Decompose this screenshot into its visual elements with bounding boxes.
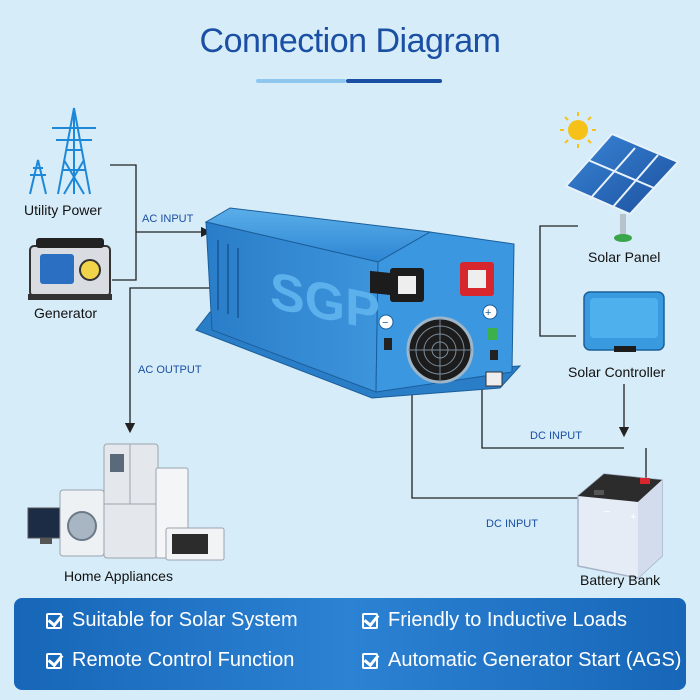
feature-text: Automatic Generator Start (AGS): [388, 649, 682, 671]
ac-output-wire: [124, 287, 212, 434]
page-title: Connection Diagram: [199, 22, 501, 60]
feature-text: Remote Control Function: [72, 649, 295, 671]
home-appliances-label: Home Appliances: [64, 568, 173, 584]
feature-item: Suitable for Solar System: [46, 609, 298, 632]
ac-input-label: AC INPUT: [142, 213, 194, 225]
svg-text:+: +: [485, 307, 491, 319]
power-tower-icon: [29, 107, 96, 195]
svg-text:+: +: [630, 511, 636, 523]
checkbox-checked-icon: [362, 652, 378, 669]
battery-icon: − +: [577, 473, 663, 579]
solar-panel-label: Solar Panel: [588, 249, 661, 265]
solar-panel-icon: [560, 112, 680, 242]
dc-input-battery-label: DC INPUT: [486, 518, 538, 530]
checkbox-checked-icon: [46, 652, 62, 669]
feature-text: Friendly to Inductive Loads: [388, 609, 628, 631]
ac-output-label: AC OUTPUT: [138, 364, 202, 376]
generator-label: Generator: [34, 305, 98, 321]
checkbox-checked-icon: [46, 612, 62, 629]
charge-controller-icon: [583, 291, 665, 352]
wires: [110, 164, 647, 499]
checkbox-checked-icon: [362, 612, 378, 629]
solar-panel-wire: [539, 225, 578, 337]
title-underline-dark: [346, 79, 442, 83]
dc-input-wire-controller: [481, 370, 624, 449]
svg-text:−: −: [604, 506, 610, 518]
feature-item: Friendly to Inductive Loads: [362, 609, 627, 632]
dc-input-wire-battery: [411, 370, 582, 499]
appliances-icon: [27, 443, 225, 561]
dc-input-controller-label: DC INPUT: [530, 430, 582, 442]
generator-icon: [28, 238, 112, 300]
solar-controller-label: Solar Controller: [568, 364, 666, 380]
feature-text: Suitable for Solar System: [72, 609, 298, 631]
utility-power-label: Utility Power: [24, 202, 102, 218]
feature-item: Remote Control Function: [46, 649, 294, 672]
battery-bank-label: Battery Bank: [580, 572, 661, 588]
feature-banner: [14, 598, 686, 690]
feature-item: Automatic Generator Start (AGS): [362, 649, 681, 672]
inverter-unit: SGP − +: [195, 207, 522, 399]
svg-text:−: −: [382, 317, 388, 329]
title-underline-light: [256, 79, 346, 83]
ac-input-wire-utility: [110, 164, 137, 281]
